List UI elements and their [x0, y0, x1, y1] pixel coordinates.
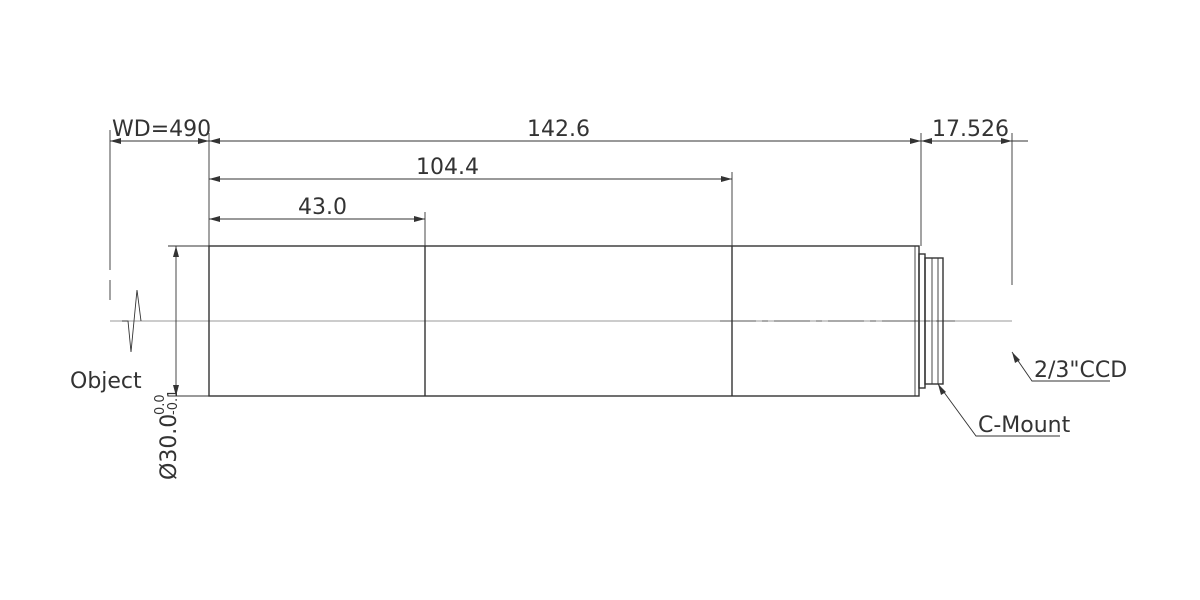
sensor-label: 2/3"CCD [1034, 358, 1127, 383]
flange-back-label: 17.526 [932, 117, 1009, 142]
sensor-leader [1011, 351, 1110, 382]
total-length-label: 142.6 [527, 117, 590, 142]
dimension-flange-back [921, 138, 1028, 144]
object-plane [109, 130, 142, 353]
length-104-label: 104.4 [416, 155, 479, 180]
mount-label: C-Mount [978, 413, 1071, 438]
c-mount-thread [918, 253, 944, 389]
tolerance-upper: 0.0 [153, 394, 168, 415]
length-43-label: 43.0 [298, 195, 347, 220]
dimension-wd [110, 138, 209, 144]
dimension-total-length [209, 138, 921, 144]
dimension-length-43 [209, 216, 425, 222]
dimension-length-104 [209, 176, 732, 182]
mount-leader [937, 383, 1060, 437]
tolerance-lower: -0.1 [166, 390, 181, 415]
wd-label: WD=490 [112, 117, 211, 142]
dimension-diameter [168, 245, 209, 397]
diameter-label: Ø30.0 [157, 414, 182, 480]
object-label: Object [70, 369, 142, 394]
